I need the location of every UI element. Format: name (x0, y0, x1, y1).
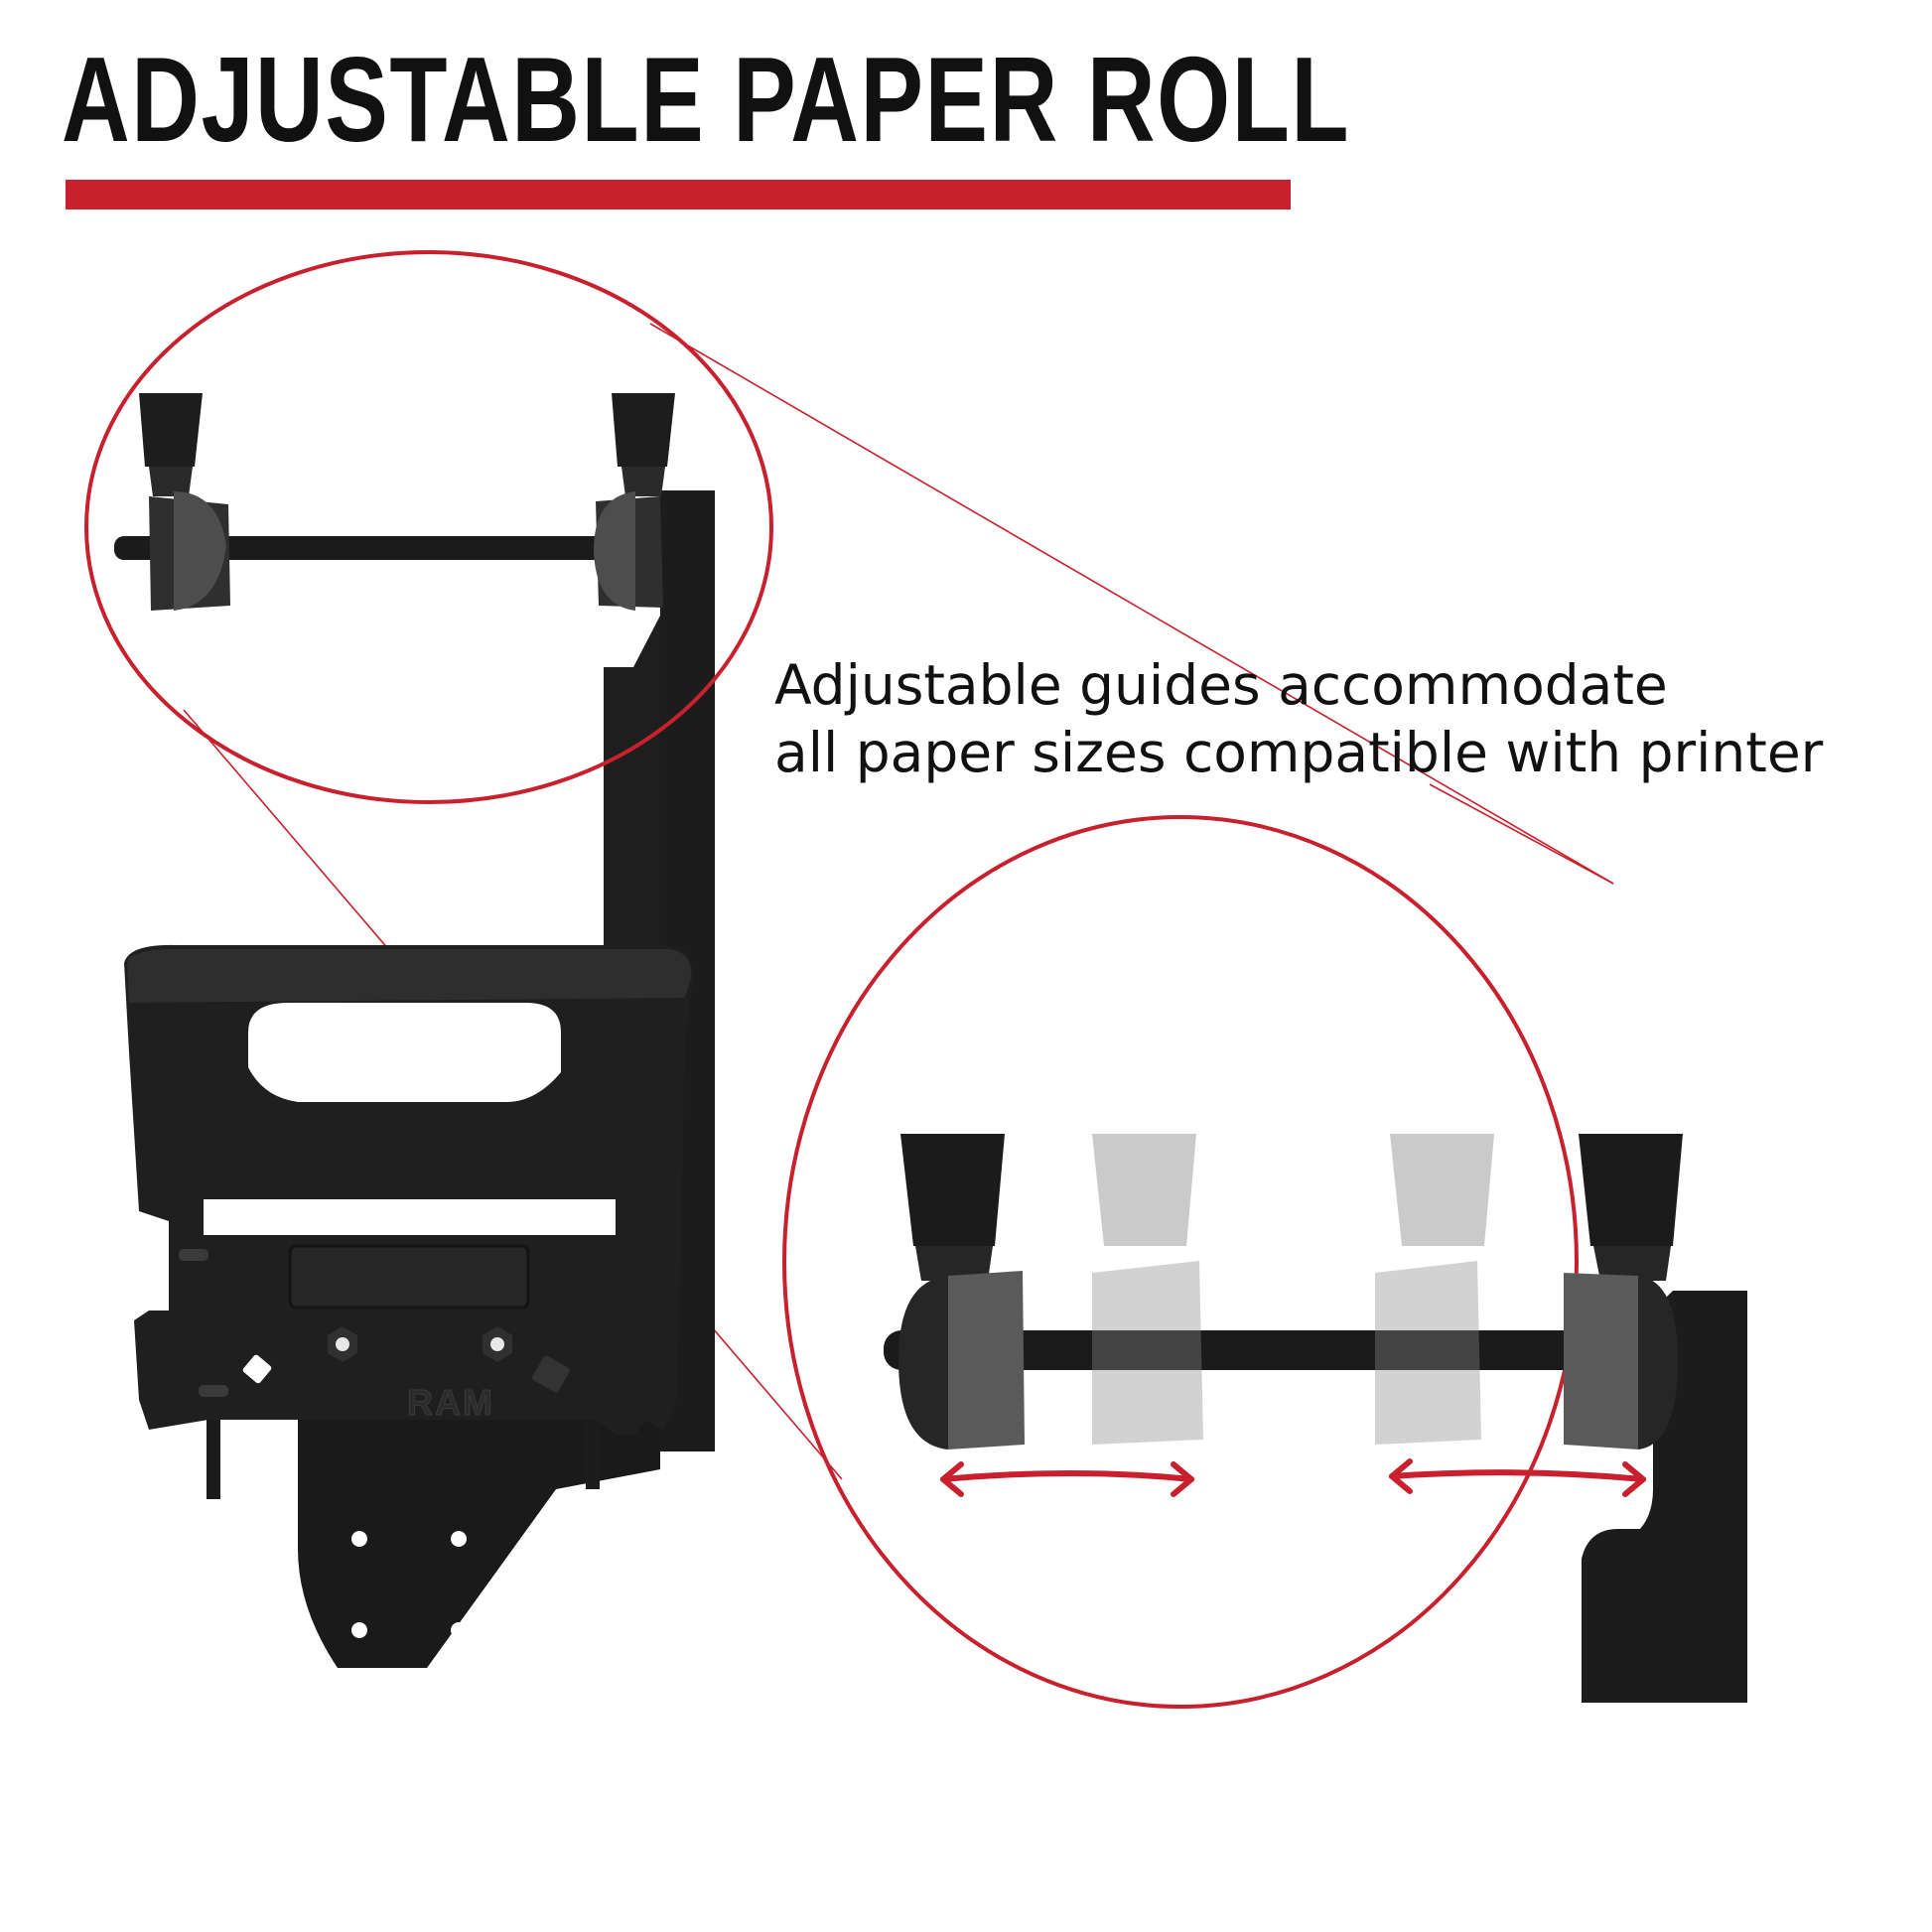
zoom-circle-top (84, 250, 773, 804)
paper-roll-spindle-detail (884, 1134, 1747, 1703)
screw-hole (451, 1622, 467, 1638)
product-logo: RAM (407, 1382, 494, 1423)
double-arrow-left-icon (940, 1461, 1194, 1497)
screw-hole (451, 1531, 467, 1547)
feature-caption: Adjustable guides accommodate all paper … (774, 651, 1823, 786)
double-arrow-right-icon (1389, 1458, 1646, 1497)
page-title: ADJUSTABLE PAPER ROLL (62, 32, 1351, 167)
title-underline (66, 180, 1291, 209)
printer-cradle-mount (124, 490, 715, 1668)
caption-line-2: all paper sizes compatible with printer (774, 721, 1824, 784)
paper-roll-spindle-top (114, 393, 675, 611)
screw-hole (351, 1531, 367, 1547)
screw-hole (351, 1622, 367, 1638)
zoom-circle-bottom (782, 815, 1579, 1709)
caption-line-1: Adjustable guides accommodate (774, 653, 1668, 717)
